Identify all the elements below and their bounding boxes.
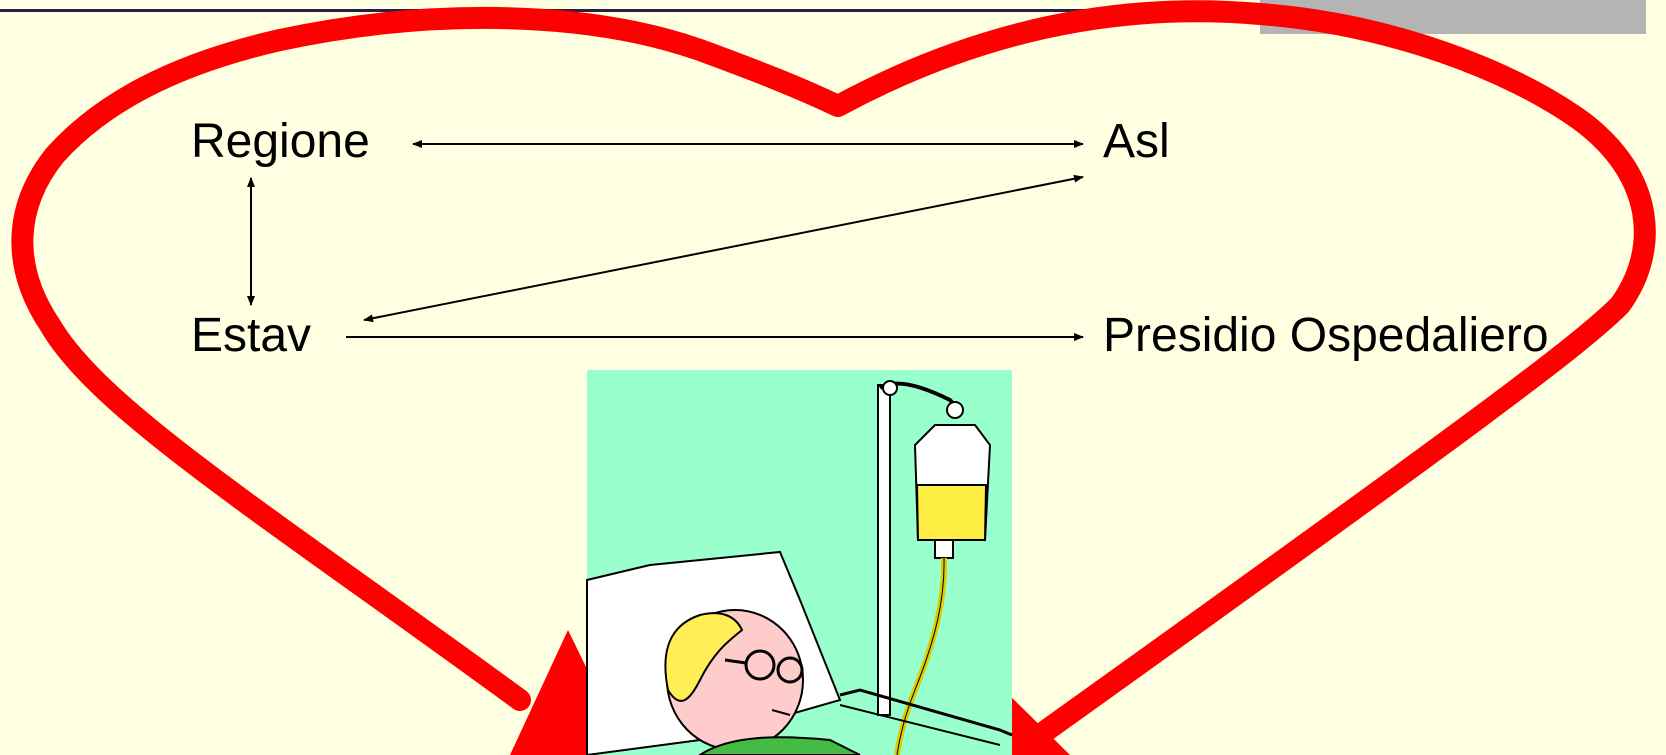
node-estav: Estav — [191, 312, 311, 360]
node-asl: Asl — [1103, 118, 1170, 166]
node-presidio-ospedaliero: Presidio Ospedaliero — [1103, 312, 1549, 360]
arrow-estav-asl — [364, 177, 1083, 320]
patient-illustration — [587, 370, 1012, 755]
node-regione: Regione — [191, 118, 370, 166]
